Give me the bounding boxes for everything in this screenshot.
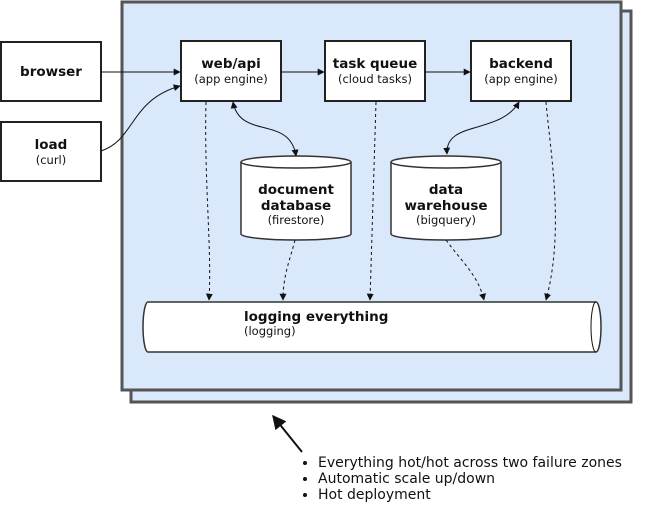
web-api-node: web/api (app engine) <box>180 40 282 102</box>
note-item: Hot deployment <box>318 487 622 503</box>
load-node: load (curl) <box>0 121 102 182</box>
edge-datawarehouse-to-logging <box>445 239 486 301</box>
edge-documentdb-to-logging <box>279 239 296 301</box>
edge-load-to-webapi <box>100 84 181 152</box>
load-subtitle: (curl) <box>36 153 67 167</box>
web-api-title: web/api <box>201 56 261 72</box>
load-title: load <box>35 137 68 153</box>
browser-node: browser <box>0 41 102 102</box>
data-warehouse-title-1: data <box>429 182 463 198</box>
edge-backend-datawarehouse <box>443 101 520 155</box>
note-item: Automatic scale up/down <box>318 471 622 487</box>
edge-webapi-documentdb <box>230 101 299 157</box>
logging-title: logging everything <box>244 309 388 325</box>
backend-subtitle: (app engine) <box>484 72 558 86</box>
web-api-subtitle: (app engine) <box>194 72 268 86</box>
edge-webapi-to-logging <box>205 101 213 301</box>
document-database-subtitle: (firestore) <box>268 213 325 227</box>
logging-subtitle: (logging) <box>244 324 296 338</box>
task-queue-node: task queue (cloud tasks) <box>324 40 426 102</box>
data-warehouse-title-2: warehouse <box>404 198 487 214</box>
data-warehouse-node: data warehouse (bigquery) <box>390 155 502 241</box>
note-item: Everything hot/hot across two failure zo… <box>318 455 622 471</box>
backend-title: backend <box>489 56 553 72</box>
document-database-title-1: document <box>258 182 334 198</box>
callout-arrow <box>272 414 303 453</box>
document-database-title-2: database <box>261 198 331 214</box>
notes-list: Everything hot/hot across two failure zo… <box>300 455 622 503</box>
edge-backend-to-logging <box>544 101 556 301</box>
document-database-node: document database (firestore) <box>240 155 352 241</box>
task-queue-subtitle: (cloud tasks) <box>338 72 412 86</box>
logging-node: logging everything (logging) <box>142 301 602 353</box>
backend-node: backend (app engine) <box>470 40 572 102</box>
data-warehouse-subtitle: (bigquery) <box>416 213 476 227</box>
browser-title: browser <box>20 64 82 80</box>
task-queue-title: task queue <box>333 56 417 72</box>
